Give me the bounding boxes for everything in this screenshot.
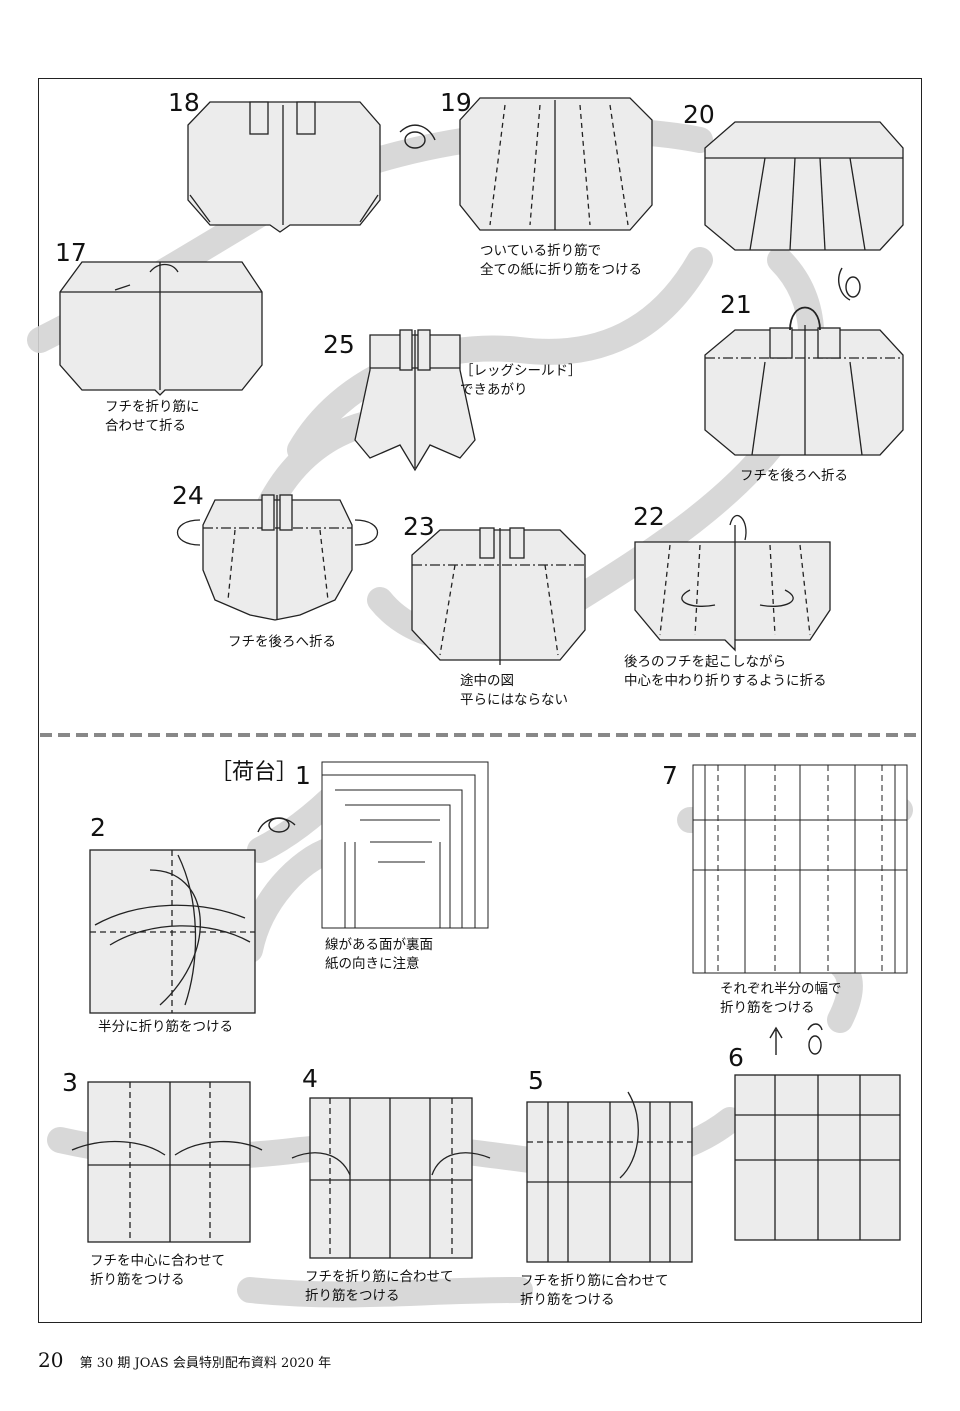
step-number-22: 22: [633, 502, 665, 531]
caption-step-21: フチを後ろへ折る: [740, 468, 848, 484]
step-number-25: 25: [323, 330, 355, 359]
page-number: 20: [38, 1348, 64, 1372]
base-step-number-3: 3: [62, 1068, 78, 1097]
caption-base-step-3: フチを中心に合わせて 折り筋をつける: [90, 1253, 225, 1288]
step-number-21: 21: [720, 290, 752, 319]
base-step-4-figure: [291, 1097, 491, 1259]
section-title: ［荷台］: [210, 760, 299, 785]
base-step-number-1: 1: [295, 761, 311, 790]
base-step-1-figure: [321, 761, 489, 929]
caption-base-step-1: 線がある面が裏面 紙の向きに注意: [325, 937, 433, 972]
arrows-6: [769, 1023, 823, 1055]
caption-base-step-7: それぞれ半分の幅で 折り筋をつける: [720, 981, 842, 1016]
caption-step-24: フチを後ろへ折る: [228, 634, 336, 650]
step-number-17: 17: [55, 238, 87, 267]
turn-over-symbol-2: [838, 267, 861, 301]
caption-step-17: フチを折り筋に 合わせて折る: [105, 399, 200, 434]
base-step-5-figure: [526, 1091, 693, 1263]
page-footer: 20 第 30 期 JOAS 会員特別配布資料 2020 年: [38, 1348, 331, 1372]
caption-base-step-2: 半分に折り筋をつける: [98, 1019, 233, 1035]
step-23-figure: [411, 527, 586, 665]
page-frame: [38, 78, 922, 1323]
step-24-figure: [176, 494, 379, 621]
base-step-2-figure: [89, 849, 256, 1014]
base-step-7-figure: [692, 764, 908, 974]
step-21-figure: [704, 306, 904, 456]
base-step-6-figure: [734, 1074, 901, 1241]
turn-over-symbol-1: [399, 124, 436, 149]
caption-step-22: 後ろのフチを起こしながら 中心を中わり折りするように折る: [624, 654, 827, 689]
base-step-number-6: 6: [728, 1043, 744, 1072]
base-step-number-7: 7: [662, 761, 678, 790]
step-number-18: 18: [168, 88, 200, 117]
step-number-19: 19: [440, 88, 472, 117]
caption-step-19: ついている折り筋で 全ての紙に折り筋をつける: [480, 243, 642, 278]
base-step-number-4: 4: [302, 1064, 318, 1093]
step-18-figure: [187, 101, 381, 233]
footer-text: 第 30 期 JOAS 会員特別配布資料 2020 年: [79, 1356, 332, 1371]
step-22-figure: [634, 515, 831, 652]
caption-base-step-5: フチを折り筋に合わせて 折り筋をつける: [520, 1273, 669, 1308]
step-number-20: 20: [683, 100, 715, 129]
caption-step-23: 途中の図 平らにはならない: [460, 673, 568, 708]
step-25-figure: [354, 329, 476, 472]
step-17-figure: [59, 261, 263, 396]
base-step-number-2: 2: [90, 813, 106, 842]
step-19-figure: [459, 97, 653, 231]
caption-base-step-4: フチを折り筋に合わせて 折り筋をつける: [305, 1269, 454, 1304]
step-20-figure: [704, 121, 904, 251]
base-step-number-5: 5: [528, 1066, 544, 1095]
turn-over-symbol-3: [257, 817, 296, 833]
base-step-3-figure: [71, 1081, 263, 1243]
step-number-24: 24: [172, 481, 204, 510]
caption-step-25: ［レッグシールド］ できあがり: [460, 363, 582, 398]
step-number-23: 23: [403, 512, 435, 541]
